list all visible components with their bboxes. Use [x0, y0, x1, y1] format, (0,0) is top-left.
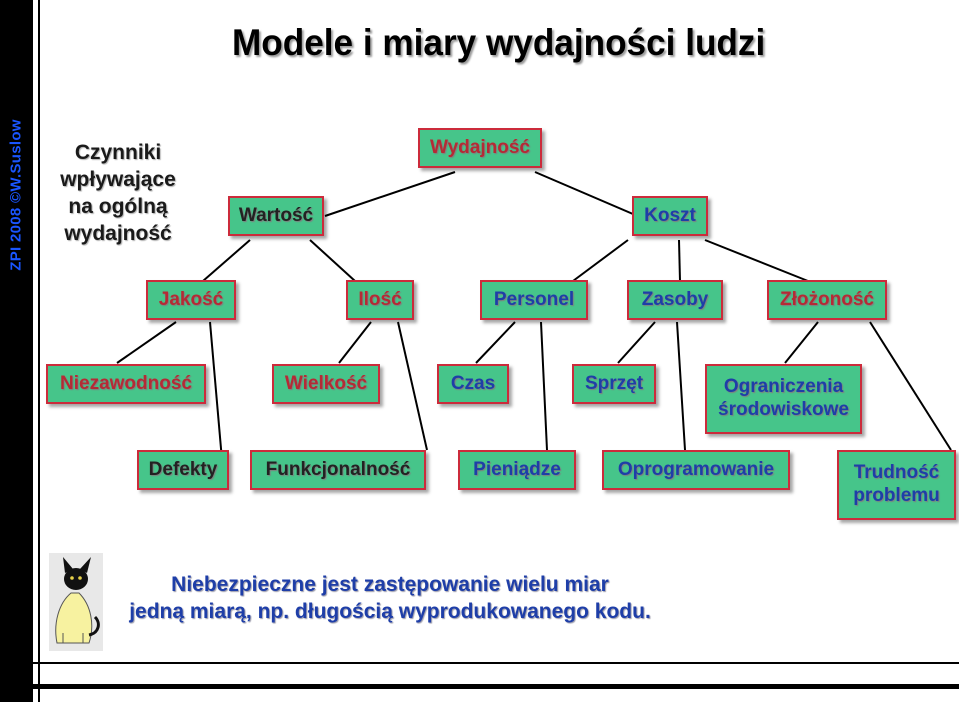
edge-ilosc-funkcjonalnosc	[397, 321, 428, 451]
node-wartosc: Wartość	[228, 196, 324, 236]
edge-ilosc-wielkosc	[338, 321, 372, 364]
warning-note-line2: jedną miarą, np. długością wyprodukowane…	[129, 600, 651, 624]
node-sprzet: Sprzęt	[572, 364, 656, 404]
node-personel: Personel	[480, 280, 588, 320]
edge-koszt-zasoby	[678, 239, 681, 282]
node-wartosc-label: Wartość	[238, 204, 314, 226]
node-pieniadze: Pieniądze	[458, 450, 576, 490]
node-wydajnosc-label: Wydajność	[430, 136, 530, 158]
edge-zlozonosc-ograniczenia	[784, 321, 819, 364]
node-jakosc: Jakość	[146, 280, 236, 320]
node-trudnosc-label: Trudność problemu	[853, 462, 940, 506]
edge-personel-pieniadze	[540, 321, 548, 451]
node-koszt-label: Koszt	[644, 204, 696, 226]
node-funkcjonalnosc: Funkcjonalność	[250, 450, 426, 490]
node-personel-label: Personel	[493, 288, 575, 310]
sidebar-divider-line	[38, 0, 40, 702]
node-czas: Czas	[437, 364, 509, 404]
node-ilosc: Ilość	[346, 280, 414, 320]
node-zlozonosc-label: Złożoność	[780, 288, 874, 310]
node-ilosc-label: Ilość	[358, 288, 402, 310]
edge-koszt-personel	[572, 239, 629, 282]
node-trudnosc: Trudność problemu	[837, 450, 956, 520]
node-defekty-label: Defekty	[148, 458, 218, 480]
cat-illustration	[49, 553, 103, 651]
edge-wartosc-jakosc	[202, 239, 251, 282]
edge-jakosc-niezawodnosc	[116, 321, 177, 364]
node-ograniczenia: Ograniczenia środowiskowe	[705, 364, 862, 434]
edge-koszt-zlozonosc	[704, 239, 809, 282]
edge-personel-czas	[475, 321, 516, 364]
edge-zasoby-oprogramowanie	[676, 321, 686, 451]
edge-wydajnosc-koszt	[534, 171, 641, 218]
factors-label: Czynniki wpływające na ogólną wydajność	[60, 141, 176, 245]
footer-line-thin	[33, 662, 959, 664]
node-czas-label: Czas	[450, 372, 496, 394]
left-sidebar-bar	[0, 0, 33, 702]
warning-note: Niebezpieczne jest zastępowanie wielu mi…	[120, 571, 660, 626]
warning-note-line1: Niebezpieczne jest zastępowanie wielu mi…	[171, 573, 609, 596]
footer-line-thick	[33, 684, 959, 689]
edge-jakosc-defekty	[209, 321, 223, 461]
page-title: Modele i miary wydajności ludzi	[232, 22, 766, 63]
node-zasoby: Zasoby	[627, 280, 723, 320]
node-wielkosc-label: Wielkość	[284, 372, 368, 394]
node-defekty: Defekty	[137, 450, 229, 490]
edge-wydajnosc-wartosc	[324, 171, 456, 217]
node-pieniadze-label: Pieniądze	[473, 458, 561, 480]
node-niezawodnosc-label: Niezawodność	[60, 372, 192, 394]
edge-wartosc-ilosc	[309, 239, 356, 282]
node-wydajnosc: Wydajność	[418, 128, 542, 168]
node-jakosc-label: Jakość	[158, 288, 224, 310]
node-oprogramowanie-label: Oprogramowanie	[617, 458, 775, 480]
node-zlozonosc: Złożoność	[767, 280, 887, 320]
edge-zasoby-sprzet	[617, 321, 656, 364]
node-koszt: Koszt	[632, 196, 708, 236]
node-zasoby-label: Zasoby	[641, 288, 709, 310]
node-sprzet-label: Sprzęt	[584, 372, 644, 394]
node-ograniczenia-label: Ograniczenia środowiskowe	[718, 376, 849, 420]
edge-zlozonosc-trudnosc	[869, 321, 952, 451]
node-funkcjonalnosc-label: Funkcjonalność	[265, 458, 411, 480]
node-oprogramowanie: Oprogramowanie	[602, 450, 790, 490]
node-niezawodnosc: Niezawodność	[46, 364, 206, 404]
node-wielkosc: Wielkość	[272, 364, 380, 404]
